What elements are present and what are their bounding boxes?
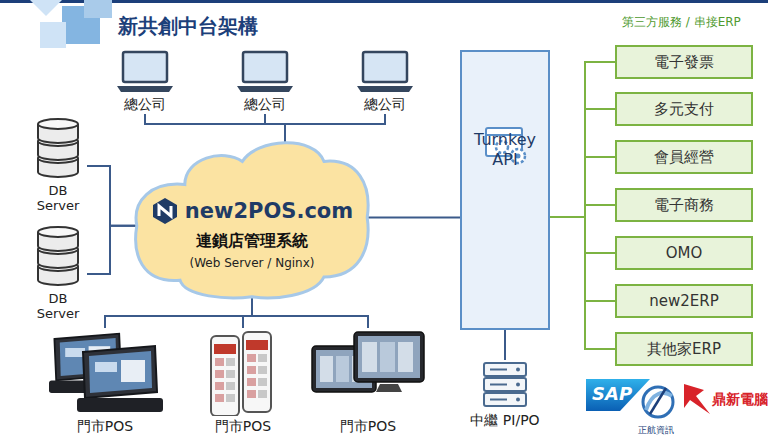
node-text: 門市POS	[215, 418, 271, 436]
green-node: 會員經營	[615, 140, 753, 174]
connector-line	[504, 330, 506, 360]
green-node: OMO	[615, 236, 753, 270]
node-text: 會員經營	[654, 148, 714, 167]
connector-line	[550, 217, 615, 349]
connector-line	[550, 217, 615, 301]
laptop-node: 總公司	[115, 50, 175, 114]
pos-icon	[181, 328, 305, 416]
top-bar	[0, 0, 768, 3]
node-text: new2ERP	[649, 292, 719, 310]
node-text: 電子發票	[654, 53, 714, 72]
node-text: 總公司	[364, 96, 406, 114]
connector-line	[550, 217, 615, 253]
connector-line	[550, 62, 615, 217]
connector-line	[243, 297, 252, 328]
green-node: 多元支付	[615, 92, 753, 126]
connector-line	[285, 114, 385, 143]
sap-logo	[586, 379, 650, 411]
node-text: Turnkey API	[468, 130, 542, 170]
green-node: 其他家ERP	[615, 332, 753, 366]
green-node: 電子商務	[615, 188, 753, 222]
connector-line	[367, 217, 460, 219]
connector-line	[550, 205, 615, 217]
node-text: 多元支付	[654, 100, 714, 119]
logo-icon	[151, 197, 179, 225]
connector-line	[87, 166, 137, 226]
node-text: 總公司	[124, 96, 166, 114]
server-node: 中繼 PI/PO	[470, 360, 539, 430]
laptop-node: 總公司	[235, 50, 295, 114]
zhenghang-logo	[643, 387, 673, 417]
connector-line	[87, 226, 137, 274]
node-text: 門市POS	[77, 418, 133, 436]
db-icon	[35, 226, 81, 288]
connector-line	[265, 114, 285, 143]
pos-icon	[43, 328, 167, 416]
corner-square	[40, 22, 66, 48]
pos-node: 門市POS	[306, 328, 430, 436]
node-text: 門市POS	[340, 418, 396, 436]
dingxin-logo	[684, 384, 710, 414]
node-text: 連鎖店管理系統	[196, 231, 308, 252]
laptop-node: 總公司	[355, 50, 415, 114]
corner-square	[84, 0, 112, 18]
label-text: 鼎新電腦	[712, 391, 768, 409]
connector-line	[252, 297, 368, 328]
laptop-icon	[235, 50, 295, 94]
node-text: 電子商務	[654, 196, 714, 215]
label-text: SAP	[592, 383, 632, 404]
label-text: 第三方服務 / 串接ERP	[622, 14, 741, 31]
label-text: 正航資訊	[638, 424, 674, 437]
connector-line	[105, 297, 252, 328]
corner-square	[30, 0, 62, 16]
node-text: DB Server	[29, 292, 87, 322]
green-node: 電子發票	[615, 45, 753, 79]
node-text: 中繼 PI/PO	[470, 412, 539, 430]
pos-icon	[306, 328, 430, 416]
diagram-title: 新共創中台架構	[118, 13, 258, 40]
green-node: new2ERP	[615, 284, 753, 318]
node-text: DB Server	[29, 184, 87, 214]
turnkey-node: Turnkey API	[460, 50, 550, 330]
pos-node: 門市POS	[43, 328, 167, 436]
node-text: OMO	[666, 244, 703, 262]
db-icon	[35, 118, 81, 180]
pos-node: 門市POS	[181, 328, 305, 436]
db-node: DB Server	[29, 118, 87, 214]
db-node: DB Server	[29, 226, 87, 322]
node-text: (Web Server / Nginx)	[190, 256, 315, 270]
cloud-node: new2POS.com 連鎖店管理系統 (Web Server / Nginx)	[132, 135, 372, 300]
connector-line	[145, 114, 285, 143]
node-text: 總公司	[244, 96, 286, 114]
node-text: 其他家ERP	[647, 340, 721, 359]
server-icon	[481, 360, 529, 410]
connector-line	[550, 109, 615, 217]
connector-line	[550, 157, 615, 217]
laptop-icon	[115, 50, 175, 94]
brand-text: new2POS.com	[185, 199, 353, 223]
laptop-icon	[355, 50, 415, 94]
